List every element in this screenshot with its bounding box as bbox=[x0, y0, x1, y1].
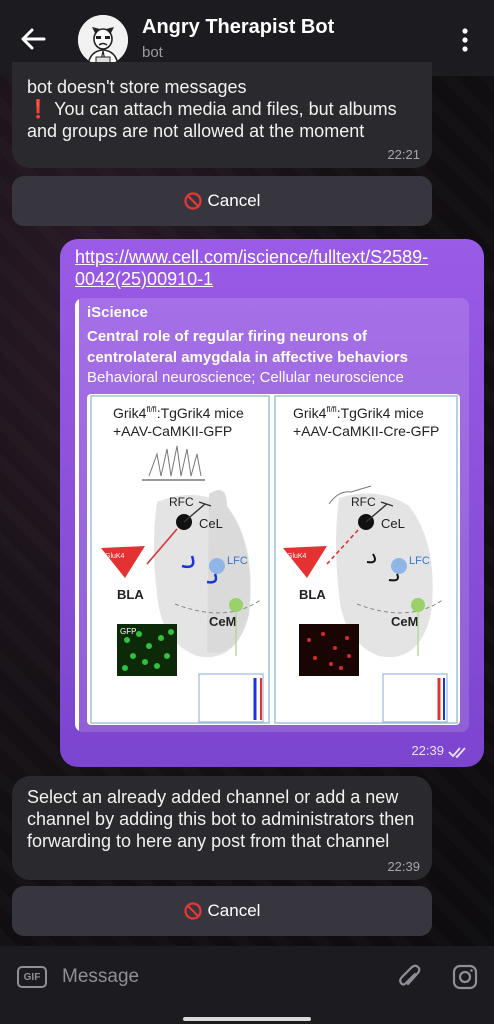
fig-left-title-sup: fl/fl bbox=[146, 405, 156, 414]
fig-glu-left: GluK4 bbox=[105, 553, 125, 560]
cancel-button-label: Cancel bbox=[207, 191, 261, 210]
message-line-text: You can attach media and files, but albu… bbox=[27, 99, 397, 141]
fig-cel-right: CeL bbox=[381, 516, 405, 531]
home-indicator[interactable] bbox=[183, 1017, 311, 1021]
preview-site-name: iScience bbox=[87, 304, 148, 321]
fig-left-title-b: :TgGrik4 mice bbox=[157, 405, 244, 421]
message-input[interactable]: Message bbox=[62, 966, 140, 987]
arrow-left-icon[interactable] bbox=[18, 24, 48, 54]
fig-right-title: Grik4 bbox=[293, 405, 327, 421]
message-link[interactable]: https://www.cell.com/iscience/fulltext/S… bbox=[75, 247, 429, 289]
fig-lfc-right: LFC bbox=[409, 555, 430, 567]
cancel-button[interactable]: Cancel bbox=[12, 886, 432, 936]
fig-bla-right: BLA bbox=[299, 587, 326, 602]
bot-avatar-icon bbox=[78, 15, 128, 65]
preview-title: Central role of regular firing neurons o… bbox=[87, 328, 408, 366]
fig-left-sub: +AAV-CaMKII-GFP bbox=[113, 423, 232, 439]
fig-left-title: Grik4 bbox=[113, 405, 147, 421]
message-line: ❗ You can attach media and files, but al… bbox=[27, 98, 427, 142]
fig-right-sub: +AAV-CaMKII-Cre-GFP bbox=[293, 423, 439, 439]
fig-right-title-sup: fl/fl bbox=[326, 405, 336, 414]
chat-title[interactable]: Angry Therapist Bot bbox=[142, 16, 335, 38]
message-time: 22:21 bbox=[387, 147, 420, 162]
message-time: 22:39 bbox=[387, 859, 420, 874]
svg-text:Grik4fl/fl:TgGrik4 mice: Grik4fl/fl:TgGrik4 mice bbox=[293, 405, 424, 421]
fig-gfp: GFP bbox=[120, 627, 136, 636]
preview-image[interactable]: Grik4fl/fl:TgGrik4 mice +AAV-CaMKII-GFP … bbox=[87, 394, 460, 725]
message-text: Select an already added channel or add a… bbox=[27, 787, 415, 851]
fig-glu-right: GluK4 bbox=[287, 553, 307, 560]
more-vertical-icon[interactable] bbox=[455, 26, 475, 54]
cancel-button-label: Cancel bbox=[207, 901, 261, 920]
avatar[interactable] bbox=[78, 15, 128, 65]
message-time: 22:39 bbox=[411, 743, 444, 758]
fig-right-title-b: :TgGrik4 mice bbox=[337, 405, 424, 421]
link-preview[interactable]: iScience Central role of regular firing … bbox=[75, 298, 469, 732]
no-entry-icon bbox=[183, 902, 202, 920]
preview-accent-bar bbox=[75, 298, 79, 732]
paperclip-icon[interactable] bbox=[396, 962, 422, 992]
fig-right-diagram: RFC CeL LFC GluK4 BLA CeM bbox=[283, 485, 448, 723]
instagram-camera-icon[interactable] bbox=[452, 964, 478, 990]
fig-cem-left: CeM bbox=[209, 614, 236, 629]
fig-bla-left: BLA bbox=[117, 587, 144, 602]
chat-subtitle: bot bbox=[142, 44, 163, 61]
svg-text:Grik4fl/fl:TgGrik4 mice: Grik4fl/fl:TgGrik4 mice bbox=[113, 405, 244, 421]
message-line: bot doesn't store messages bbox=[27, 77, 247, 97]
fig-cem-right: CeM bbox=[391, 614, 418, 629]
fig-lfc: LFC bbox=[227, 555, 248, 567]
graphical-abstract: Grik4fl/fl:TgGrik4 mice +AAV-CaMKII-GFP … bbox=[90, 395, 458, 724]
preview-description: Behavioral neuroscience; Cellular neuros… bbox=[87, 369, 404, 386]
incoming-message[interactable]: Select an already added channel or add a… bbox=[12, 776, 432, 880]
fig-rfc: RFC bbox=[169, 495, 194, 509]
no-entry-icon bbox=[183, 192, 202, 210]
exclamation-icon: ❗ bbox=[27, 99, 50, 119]
incoming-message[interactable]: bot doesn't store messages ❗ You can att… bbox=[12, 62, 432, 168]
fig-left-diagram: RFC CeL LFC GluK4 BLA CeM bbox=[101, 445, 264, 723]
message-text: bot doesn't store messages ❗ You can att… bbox=[27, 76, 427, 142]
double-check-icon bbox=[448, 747, 466, 759]
fig-cel: CeL bbox=[199, 516, 223, 531]
gif-button[interactable]: GIF bbox=[17, 966, 47, 988]
message-input-bar bbox=[0, 946, 494, 1024]
fig-rfc-right: RFC bbox=[351, 495, 376, 509]
cancel-button[interactable]: Cancel bbox=[12, 176, 432, 226]
